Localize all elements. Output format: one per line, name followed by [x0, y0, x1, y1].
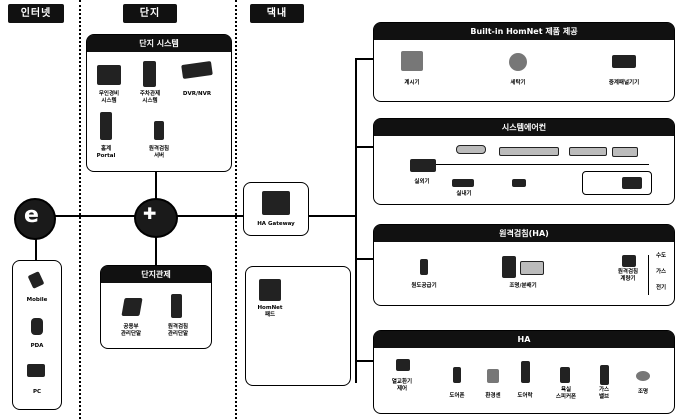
- internet-e-icon: e: [24, 203, 39, 228]
- aircon-wire: [419, 164, 649, 165]
- controller-icon: [452, 179, 474, 187]
- branch-line-1: [355, 58, 373, 60]
- group-ha-box: HA 열교환기 제어 도어폰 환경센 도어락 욕실 스피커폰 가스 밸브 조명: [373, 330, 675, 414]
- gateway-label: HA Gateway: [257, 221, 295, 227]
- group-item-label: 조명: [637, 389, 649, 395]
- light-icon: [502, 256, 516, 278]
- internet-devices-box: Mobile PDA PC: [12, 260, 62, 410]
- internet-device-label: Mobile: [26, 297, 48, 303]
- complex-system-label: 원격검침 서버: [148, 146, 170, 159]
- group-item-label: 원도공급기: [411, 283, 437, 289]
- wallpad-box: HomNet 패드: [245, 266, 351, 386]
- indoor-unit-icon: [456, 145, 486, 154]
- internet-device-label: PC: [32, 389, 42, 395]
- complex-network-box: 단지관제 공용부 관리단말 원격검침 관리단말: [100, 265, 212, 349]
- branch-line-4: [355, 360, 373, 362]
- dvr-icon: [181, 60, 213, 80]
- backbone-line: [35, 215, 355, 217]
- wallpad-icon: [259, 279, 281, 301]
- group-title: 시스템에어컨: [374, 119, 674, 136]
- branch-line-2: [355, 146, 373, 148]
- header-complex: 단지: [123, 4, 177, 23]
- complex-system-box: 단지 시스템 무인경비 시스템 주차관제 시스템 DVR/NVR 홈계 Port…: [86, 34, 232, 172]
- meter-label: 전기: [655, 285, 667, 291]
- ha-device-icon: [487, 369, 499, 383]
- complex-system-label: 주차관제 시스템: [139, 91, 161, 104]
- indoor-unit-icon: [569, 147, 607, 156]
- ha-device-icon: [600, 365, 609, 385]
- group-item-label: 세탁기: [510, 80, 526, 86]
- appliance-icon: [509, 53, 527, 71]
- server-icon: [100, 112, 112, 140]
- group-item-label: 도어락: [517, 393, 533, 399]
- meter-label: 가스: [655, 269, 667, 275]
- ha-device-icon: [396, 359, 410, 371]
- complex-network-title: 단지관제: [101, 266, 211, 283]
- router-arrows-icon: ✚: [143, 204, 157, 223]
- group-item-label: 중계패널기기: [608, 80, 640, 86]
- appliance-icon: [401, 51, 423, 71]
- ha-device-icon: [521, 361, 530, 383]
- distributor-icon: [520, 261, 544, 275]
- group-title: 원격검침(HA): [374, 225, 674, 242]
- separator-internet-complex: [79, 0, 81, 419]
- header-household: 댁내: [250, 4, 304, 23]
- ha-device-icon: [560, 367, 570, 383]
- indoor-unit-icon: [612, 147, 638, 157]
- aircon-sub-box: [582, 171, 652, 195]
- terminal-icon: [121, 298, 143, 316]
- internet-globe-icon: [14, 198, 56, 240]
- mobile-icon: [27, 271, 45, 289]
- header-internet: 인터넷: [8, 4, 64, 23]
- complex-system-label: DVR/NVR: [182, 91, 212, 97]
- complex-router-icon: [134, 198, 178, 238]
- complex-system-title: 단지 시스템: [87, 35, 231, 52]
- controller-icon: [512, 179, 526, 187]
- trunk-line: [355, 58, 357, 383]
- server-icon: [154, 121, 164, 140]
- group-aircon-box: 시스템에어컨 실외기 실내기: [373, 118, 675, 205]
- complex-network-label: 공용부 관리단말: [120, 324, 142, 337]
- group-item-label: 열교환기 제어: [391, 379, 413, 392]
- internet-device-label: PDA: [30, 343, 44, 349]
- outdoor-unit-icon: [622, 177, 642, 189]
- terminal-icon: [171, 294, 182, 318]
- gateway-icon: [262, 191, 290, 215]
- group-item-label: 원격검침 계량기: [617, 269, 639, 282]
- lamp-icon: [636, 371, 650, 381]
- complex-system-label: 홈계 Portal: [96, 146, 116, 159]
- meter-icon: [622, 255, 636, 267]
- group-builtin-box: Built-in HomNet 제품 제공 계시기 세탁기 중계패널기기: [373, 22, 675, 102]
- group-title: HA: [374, 331, 674, 348]
- group-item-label: 계시기: [404, 80, 420, 86]
- gateway-box: HA Gateway: [243, 182, 309, 236]
- ha-device-icon: [453, 367, 461, 383]
- separator-household-right: [360, 0, 362, 419]
- wallpad-label: HomNet 패드: [257, 305, 283, 318]
- complex-network-label: 원격검침 관리단말: [167, 324, 189, 337]
- group-item-label: 실내기: [456, 191, 472, 197]
- group-item-label: 실외기: [414, 179, 430, 185]
- meter-label: 수도: [655, 253, 667, 259]
- group-title: Built-in HomNet 제품 제공: [374, 23, 674, 40]
- group-item-label: 조명/분배기: [509, 283, 537, 289]
- server-icon: [143, 61, 156, 87]
- pda-icon: [31, 318, 43, 335]
- group-item-label: 가스 밸브: [598, 387, 610, 400]
- appliance-icon: [612, 55, 636, 68]
- group-item-label: 도어폰: [449, 393, 465, 399]
- indoor-unit-icon: [499, 147, 559, 156]
- outdoor-unit-icon: [410, 159, 436, 172]
- branch-line-3: [355, 258, 373, 260]
- group-item-label: 욕실 스피커폰: [555, 387, 577, 400]
- complex-system-label: 무인경비 시스템: [98, 91, 120, 104]
- group-item-label: 환경센: [485, 393, 501, 399]
- group-meter-box: 원격검침(HA) 원도공급기 조명/분배기 원격검침 계량기 수도 가스 전기: [373, 224, 675, 306]
- pc-icon: [27, 364, 45, 377]
- separator-complex-household: [235, 0, 237, 419]
- meter-wire: [648, 255, 649, 295]
- heater-icon: [420, 259, 428, 275]
- server-icon: [97, 65, 121, 85]
